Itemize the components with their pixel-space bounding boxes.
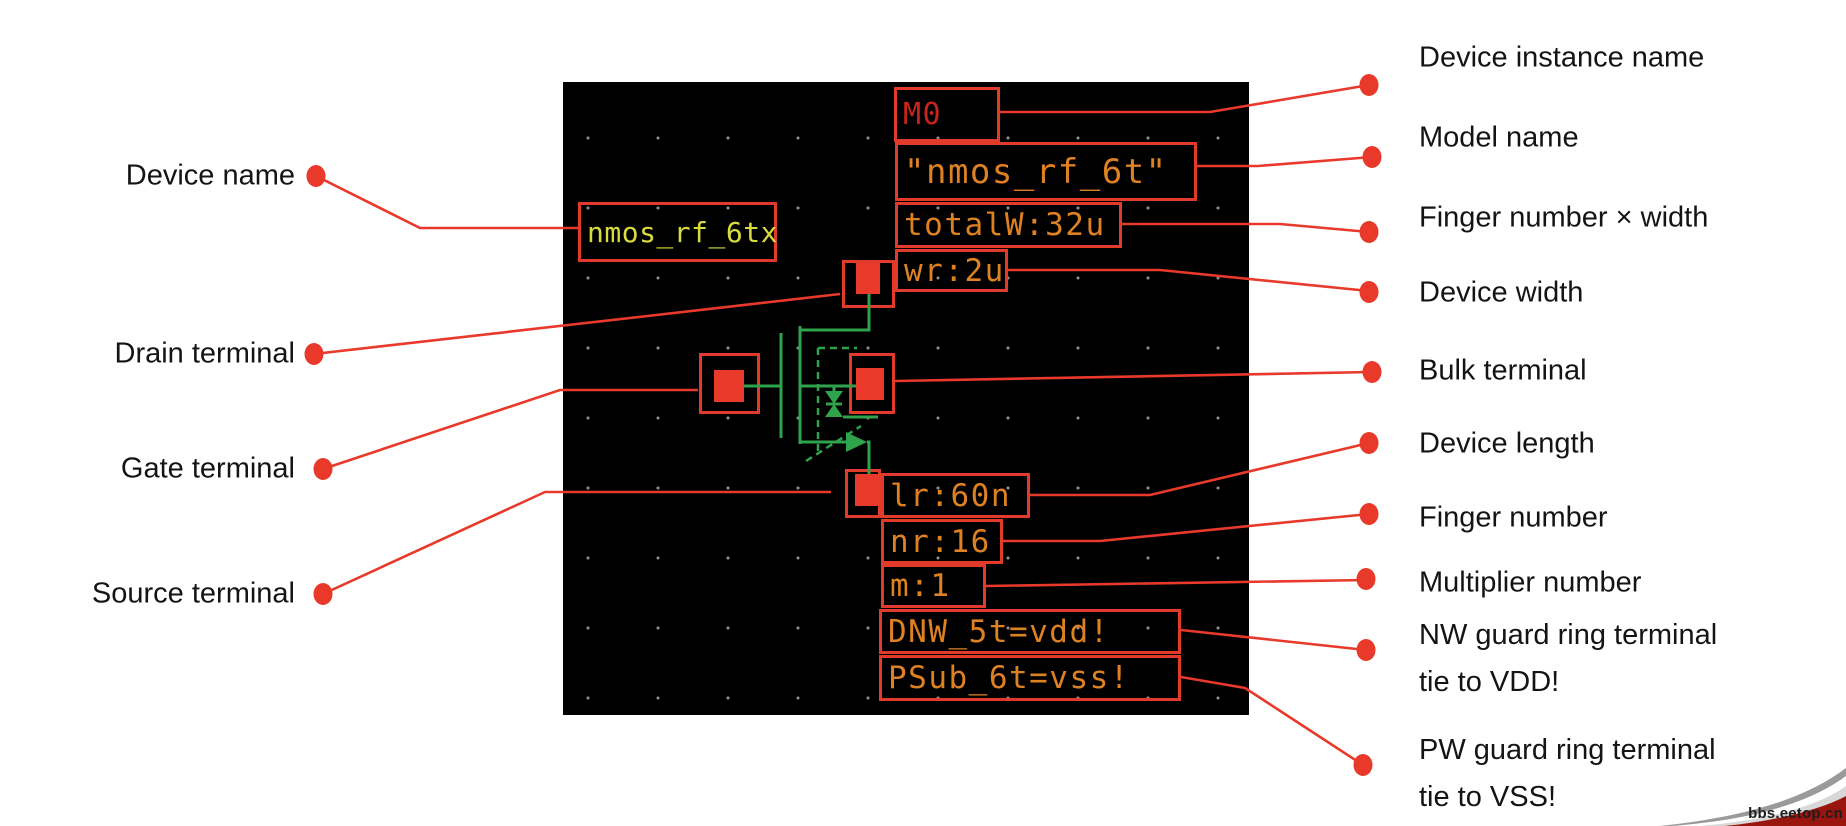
gate-pin[interactable] xyxy=(714,370,744,402)
annotation-device-width: Device width xyxy=(1419,276,1584,309)
dot-gate xyxy=(313,458,333,480)
dot-drain xyxy=(304,343,324,365)
drain-pin[interactable] xyxy=(856,263,880,294)
instance-name-label[interactable]: M0 xyxy=(894,87,1000,142)
annotation-finger-number: Finger number xyxy=(1419,501,1608,534)
source-pin[interactable] xyxy=(855,474,880,506)
callout-device-name xyxy=(315,174,578,230)
annotation-nw-guard-ring: NW guard ring terminal tie to VDD! xyxy=(1419,619,1718,698)
multiplier-label[interactable]: m:1 xyxy=(881,564,986,608)
schematic-canvas[interactable]: M0 "nmos_rf_6t" totalW:32u wr:2u nmos_rf… xyxy=(563,82,1249,715)
total-width-label[interactable]: totalW:32u xyxy=(895,202,1122,248)
annotation-device-length: Device length xyxy=(1419,427,1595,460)
nw-guard-ring-label[interactable]: DNW_5t=vdd! xyxy=(879,609,1181,654)
annotation-finger-number-width: Finger number × width xyxy=(1419,201,1709,234)
annotation-source-terminal: Source terminal xyxy=(91,577,295,610)
annotation-device-name: Device name xyxy=(125,159,295,192)
pw-guard-ring-label[interactable]: PSub_6t=vss! xyxy=(879,655,1181,701)
annotation-model-name: Model name xyxy=(1419,121,1579,154)
annotation-gate-terminal: Gate terminal xyxy=(120,452,295,485)
annotation-pw-guard-ring: PW guard ring terminal tie to VSS! xyxy=(1419,734,1716,813)
dot-device-length xyxy=(1359,432,1379,454)
annotation-multiplier-number: Multiplier number xyxy=(1419,566,1642,599)
dot-multiplier xyxy=(1356,568,1376,590)
dot-total-width xyxy=(1359,221,1379,243)
watermark: bbs.eetop.cn xyxy=(1748,805,1843,822)
dot-device-name xyxy=(306,165,326,187)
bulk-pin[interactable] xyxy=(856,368,884,400)
dot-instance-name xyxy=(1359,74,1379,96)
device-width-label[interactable]: wr:2u xyxy=(895,249,1008,292)
dot-bulk xyxy=(1362,361,1382,383)
annotation-device-instance-name: Device instance name xyxy=(1419,41,1705,74)
device-name-label[interactable]: nmos_rf_6tx xyxy=(578,202,777,262)
dot-device-width xyxy=(1359,281,1379,303)
dot-pw-guard xyxy=(1353,754,1373,776)
annotation-drain-terminal: Drain terminal xyxy=(114,337,296,370)
annotation-bulk-terminal: Bulk terminal xyxy=(1419,354,1587,387)
dot-model-name xyxy=(1362,146,1382,168)
dot-source xyxy=(313,583,333,605)
device-length-label[interactable]: lr:60n xyxy=(881,473,1030,518)
model-name-label[interactable]: "nmos_rf_6t" xyxy=(895,142,1197,201)
dot-finger-number xyxy=(1359,503,1379,525)
dot-nw-guard xyxy=(1356,639,1376,661)
finger-number-label[interactable]: nr:16 xyxy=(881,519,1003,564)
